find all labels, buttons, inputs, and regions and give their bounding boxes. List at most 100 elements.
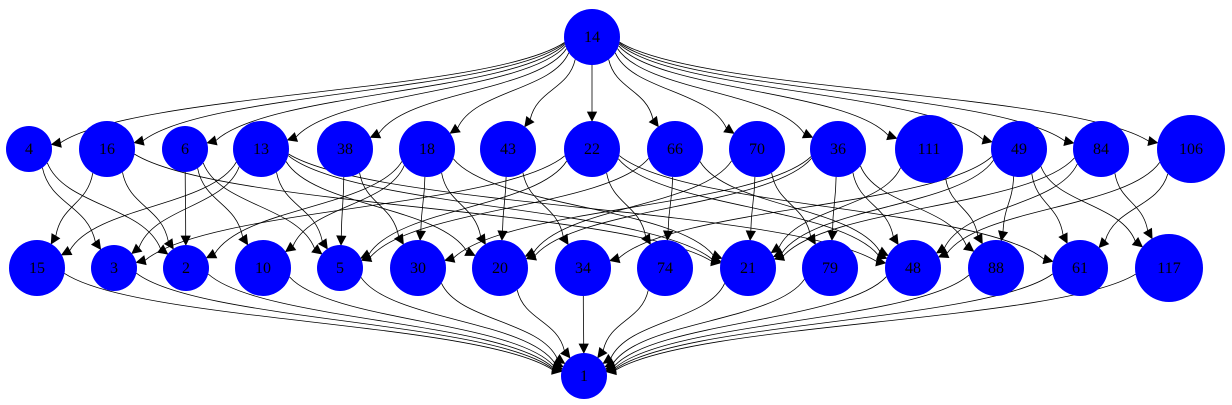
arrowhead-14-to-38 (369, 128, 382, 139)
node-21[interactable]: 21 (720, 240, 776, 296)
node-79-circle[interactable] (802, 240, 858, 296)
node-20-circle[interactable] (472, 240, 528, 296)
edge-14-to-13 (295, 45, 566, 138)
node-4-circle[interactable] (6, 126, 52, 172)
node-30-circle[interactable] (390, 240, 446, 296)
node-36[interactable]: 36 (810, 121, 866, 177)
arrowhead-18-to-2 (205, 249, 218, 259)
node-88[interactable]: 88 (968, 240, 1024, 296)
node-43[interactable]: 43 (480, 121, 536, 177)
arrowhead-14-to-4 (50, 137, 62, 148)
node-79[interactable]: 79 (802, 240, 858, 296)
node-84-circle[interactable] (1073, 121, 1129, 177)
node-1-circle[interactable] (561, 353, 607, 399)
node-13-circle[interactable] (233, 121, 289, 177)
arrowhead-14-to-13 (286, 132, 299, 142)
node-2[interactable]: 2 (163, 245, 209, 291)
edge-16-to-15 (55, 173, 94, 237)
node-22[interactable]: 22 (564, 121, 620, 177)
edge-14-to-106 (619, 41, 1149, 142)
arrowhead-36-to-88 (962, 241, 975, 252)
node-30[interactable]: 30 (390, 240, 446, 296)
node-1[interactable]: 1 (561, 353, 607, 399)
node-111[interactable]: 111 (895, 115, 963, 183)
node-70[interactable]: 70 (729, 121, 785, 177)
edge-14-to-38 (378, 48, 567, 134)
arrowhead-18-to-10 (284, 241, 297, 253)
node-16-circle[interactable] (79, 121, 135, 177)
edge-22-to-48 (617, 158, 879, 256)
node-16[interactable]: 16 (79, 121, 135, 177)
edge-66-to-48 (699, 161, 881, 252)
node-14-circle[interactable] (564, 9, 620, 65)
node-5-circle[interactable] (317, 245, 363, 291)
node-117[interactable]: 117 (1135, 234, 1203, 302)
node-88-circle[interactable] (968, 240, 1024, 296)
node-13-label: 13 (253, 141, 269, 158)
node-10[interactable]: 10 (235, 240, 291, 296)
node-48-circle[interactable] (885, 240, 941, 296)
node-38-circle[interactable] (317, 121, 373, 177)
arrowhead-36-to-20 (525, 250, 537, 261)
edge-36-to-79 (832, 176, 837, 232)
node-66[interactable]: 66 (647, 121, 703, 177)
edge-3-to-1 (136, 272, 554, 370)
node-3-circle[interactable] (91, 245, 137, 291)
node-48-label: 48 (905, 260, 921, 277)
node-38-label: 38 (337, 141, 353, 158)
node-34-circle[interactable] (555, 240, 611, 296)
arrowhead-14-to-106 (1147, 135, 1159, 147)
node-74[interactable]: 74 (637, 240, 693, 296)
node-49-circle[interactable] (991, 121, 1047, 177)
node-14[interactable]: 14 (564, 9, 620, 65)
node-6[interactable]: 6 (162, 126, 208, 172)
node-5[interactable]: 5 (317, 245, 363, 291)
node-34[interactable]: 34 (555, 240, 611, 296)
edge-106-to-61 (1104, 173, 1169, 242)
node-106[interactable]: 106 (1157, 115, 1225, 183)
arrowhead-36-to-48 (888, 233, 899, 246)
arrowhead-13-to-15 (60, 245, 73, 256)
node-61-circle[interactable] (1052, 240, 1108, 296)
node-48[interactable]: 48 (885, 240, 941, 296)
node-22-circle[interactable] (564, 121, 620, 177)
node-15-circle[interactable] (9, 240, 65, 296)
arrowhead-70-to-21 (745, 230, 756, 241)
arrowhead-49-to-117 (1131, 236, 1144, 248)
edge-43-to-20 (502, 176, 507, 232)
node-2-circle[interactable] (163, 245, 209, 291)
arrowhead-38-to-5 (336, 235, 347, 246)
node-18-circle[interactable] (399, 121, 455, 177)
edge-13-to-20 (285, 161, 468, 252)
node-4[interactable]: 4 (6, 126, 52, 172)
node-6-circle[interactable] (162, 126, 208, 172)
node-66-circle[interactable] (647, 121, 703, 177)
arrowhead-66-to-5 (360, 252, 373, 262)
edge-48-to-1 (614, 276, 887, 367)
node-20[interactable]: 20 (472, 240, 528, 296)
node-10-circle[interactable] (235, 240, 291, 296)
arrowhead-14-to-66 (648, 115, 659, 128)
node-38[interactable]: 38 (317, 121, 373, 177)
arrowhead-14-to-6 (206, 135, 218, 146)
node-84[interactable]: 84 (1073, 121, 1129, 177)
edge-6-to-2 (184, 171, 187, 237)
node-13[interactable]: 13 (233, 121, 289, 177)
node-111-circle[interactable] (895, 115, 963, 183)
node-21-circle[interactable] (720, 240, 776, 296)
node-18[interactable]: 18 (399, 121, 455, 177)
node-106-circle[interactable] (1157, 115, 1225, 183)
node-74-circle[interactable] (637, 240, 693, 296)
edge-4-to-2 (46, 162, 161, 249)
node-117-circle[interactable] (1135, 234, 1203, 302)
node-3[interactable]: 3 (91, 245, 137, 291)
node-36-circle[interactable] (810, 121, 866, 177)
arrowhead-13-to-3 (131, 243, 143, 255)
node-43-circle[interactable] (480, 121, 536, 177)
node-15[interactable]: 15 (9, 240, 65, 296)
node-70-circle[interactable] (729, 121, 785, 177)
node-61[interactable]: 61 (1052, 240, 1108, 296)
node-49[interactable]: 49 (991, 121, 1047, 177)
arrowhead-14-to-36 (801, 128, 814, 139)
edge-14-to-18 (457, 52, 570, 129)
